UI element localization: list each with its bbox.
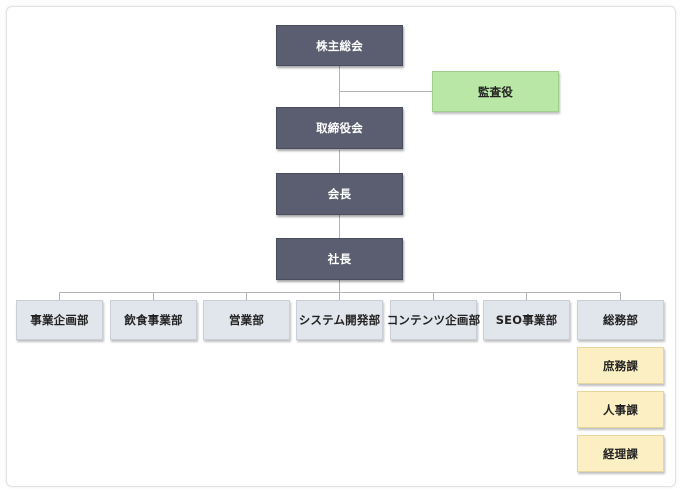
department-box: 営業部: [203, 300, 290, 340]
president-box: 社長: [276, 238, 403, 280]
department-box: 事業企画部: [16, 300, 103, 340]
section-box: 経理課: [577, 435, 664, 472]
department-box: コンテンツ企画部: [387, 300, 480, 340]
section-box: 庶務課: [577, 347, 664, 384]
auditor-box: 監査役: [432, 71, 559, 112]
section-box: 人事課: [577, 391, 664, 428]
chairman-box: 会長: [276, 173, 403, 215]
department-box: SEO事業部: [483, 300, 570, 340]
department-box: 飲食事業部: [110, 300, 197, 340]
board-of-directors-box: 取締役会: [276, 107, 403, 149]
department-box: システム開発部: [296, 300, 383, 340]
general-affairs-department-box: 総務部: [577, 300, 664, 340]
shareholders-meeting-box: 株主総会: [276, 25, 403, 66]
